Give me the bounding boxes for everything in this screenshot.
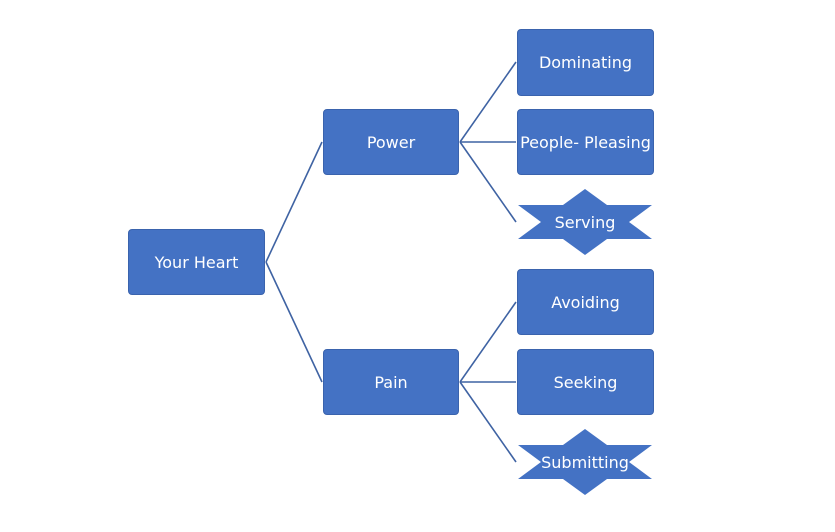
node-seeking-label: Seeking [553,372,618,392]
node-serving: Serving [518,189,652,255]
edge-power-serving [459,141,517,223]
node-dominating-label: Dominating [538,53,633,72]
node-submitting: Submitting [518,429,652,495]
node-seeking: Seeking [517,349,654,415]
star-shape-submitting [518,429,652,495]
node-your-heart: Your Heart [128,229,265,295]
node-serving-label: Serving [554,212,616,232]
edge-root-power [265,141,323,263]
node-power: Power [323,109,459,175]
node-dominating: Dominating [517,29,654,96]
node-pain-label: Pain [374,372,408,392]
star-shape-serving [518,189,652,255]
edge-root-pain [265,261,323,383]
node-pain: Pain [323,349,459,415]
node-avoiding: Avoiding [517,269,654,335]
node-submitting-label: Submitting [541,452,629,472]
node-people-pleasing: People- Pleasing [517,109,654,175]
node-people-pleasing-label: People- Pleasing [520,132,651,152]
node-avoiding-label: Avoiding [551,292,620,312]
node-power-label: Power [366,132,416,152]
edge-pain-avoiding [459,301,517,383]
edge-power-dominating [459,61,517,143]
edge-pain-submitting [459,381,517,463]
node-your-heart-label: Your Heart [154,252,239,272]
